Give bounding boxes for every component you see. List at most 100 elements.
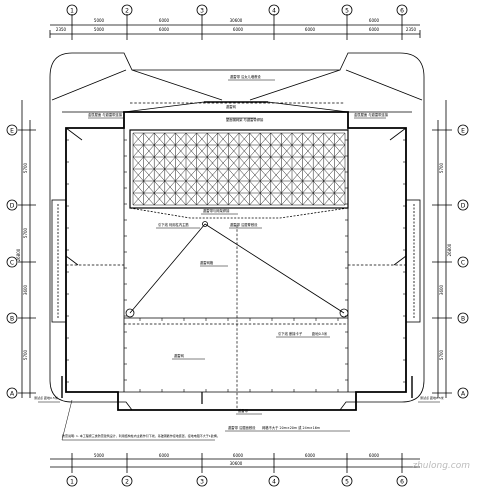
right-dimension-lines (432, 100, 469, 399)
grid-member (291, 144, 303, 158)
axis-left-A: A (10, 391, 15, 398)
axis-right-D: D (461, 203, 466, 210)
grid-member (334, 132, 346, 146)
grid-member (175, 168, 187, 182)
grid-member (334, 156, 346, 170)
grid-member (207, 144, 218, 158)
grid-member (143, 192, 155, 206)
top-axis-bubbles (66, 4, 408, 16)
grid-member (291, 180, 303, 194)
grid-member (154, 180, 165, 194)
label-mid-roof: 避雷网格 (200, 260, 214, 265)
top-span-2b: 6000 (159, 27, 170, 32)
grid-member (164, 192, 176, 206)
grid-member (228, 144, 240, 158)
right-overall: 26800 (447, 243, 452, 256)
grid-member (323, 156, 335, 170)
axis-bottom-2: 2 (125, 479, 129, 486)
axis-bottom-5: 5 (345, 479, 349, 486)
grid-member (270, 156, 282, 170)
grid-member (334, 144, 346, 158)
grid-member (281, 144, 293, 158)
bottom-dimension-lines (50, 453, 420, 473)
grid-member (323, 192, 335, 206)
grid-member (154, 192, 165, 206)
grid-member (249, 180, 261, 194)
grid-member (164, 156, 176, 170)
grid-member (238, 192, 250, 206)
top-overall-dim: 30600 (230, 18, 243, 23)
grid-member (323, 132, 335, 146)
grid-member (132, 192, 144, 206)
axis-top-3: 3 (200, 8, 204, 15)
label-left-note: 金属屋面 与避雷带连接 (88, 112, 123, 117)
left-span-2: 5700 (23, 227, 28, 238)
label-lower-roof: 避雷网 (174, 353, 185, 358)
label-bottom-bar: 避雷带 (238, 408, 249, 413)
grid-member (334, 180, 346, 194)
axis-top-4: 4 (272, 8, 276, 15)
axis-left-C: C (10, 260, 14, 267)
grid-member (302, 156, 314, 170)
grid-member (196, 132, 208, 146)
bottom-span-1: 5000 (94, 453, 105, 458)
grid-member (313, 192, 324, 206)
grid-member (217, 168, 229, 182)
grid-member (154, 156, 165, 170)
grid-member (143, 180, 155, 194)
label-right-pointer: 引下线 断接卡子 (278, 331, 303, 336)
skylight-taper (129, 207, 349, 219)
grid-member (164, 144, 176, 158)
grid-member (260, 192, 271, 206)
grid-member (260, 180, 271, 194)
grid-member (291, 192, 303, 206)
bottom-span-4: 6000 (305, 453, 316, 458)
axis-left-E: E (10, 128, 14, 135)
grid-member (175, 144, 187, 158)
side-bays (51, 199, 421, 323)
grid-member (164, 180, 176, 194)
grid-member (249, 168, 261, 182)
grid-member (185, 192, 197, 206)
grid-member (207, 192, 218, 206)
outer-roof-outline (49, 52, 425, 411)
left-dimension-lines (6, 100, 36, 399)
grid-member (238, 156, 250, 170)
annotations: 避雷带 沿女儿墙敷设 避雷网 屋面钢网架 与避雷带焊接 金属屋面 与避雷带连接 … (34, 74, 444, 438)
grid-member (196, 168, 208, 182)
top-outer-tick-l: 2350 (56, 27, 67, 32)
label-diag-left: 引下线 利用柱内主筋 (158, 222, 189, 227)
grid-member (175, 156, 187, 170)
bottom-overall-dim: 30600 (230, 461, 243, 466)
grid-member (260, 156, 271, 170)
left-overall: 26800 (16, 248, 21, 261)
label-right-pointer2: 距地0.5米 (312, 331, 328, 336)
axis-top-1: 1 (70, 8, 74, 15)
grid-member (175, 132, 187, 146)
grid-member (154, 144, 165, 158)
grid-member (217, 192, 229, 206)
corner-markers (61, 376, 413, 404)
label-note-mid: 避雷带 沿屋面敷设 (228, 425, 256, 430)
left-span-3: 3600 (23, 284, 28, 295)
grid-member (281, 156, 293, 170)
top-span-5: 6000 (369, 18, 380, 23)
grid-member (154, 132, 165, 146)
grid-member (260, 168, 271, 182)
right-span-1: 5700 (439, 162, 444, 173)
grid-member (196, 156, 208, 170)
grid-member (175, 180, 187, 194)
grid-member (313, 156, 324, 170)
grid-member (238, 180, 250, 194)
label-top-bar: 避雷网 (226, 104, 237, 109)
top-span-5b: 6000 (369, 27, 380, 32)
diagonal-conductors (125, 221, 349, 318)
dashed-conductors (66, 102, 406, 410)
top-span-3b: 6000 (233, 27, 244, 32)
bottom-span-2: 6000 (159, 453, 170, 458)
bottom-span-5: 6000 (369, 453, 380, 458)
grid-member (228, 168, 240, 182)
grid-member (249, 156, 261, 170)
grid-member (291, 132, 303, 146)
